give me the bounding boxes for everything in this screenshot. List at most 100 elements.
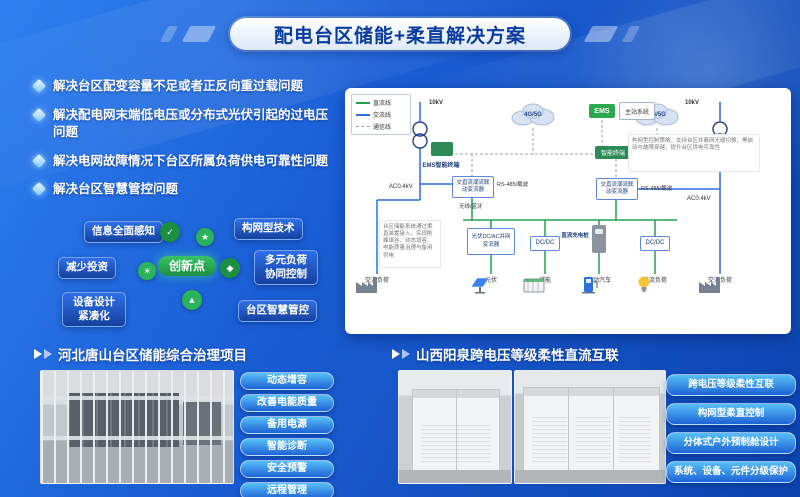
cabinet-seam [455, 389, 457, 471]
comm-line-sample [356, 126, 370, 127]
project-left-photo [40, 370, 234, 484]
ems-terminal-device [431, 142, 453, 156]
feature-pill: 远程管理 [240, 482, 334, 497]
project-right-photo-1 [398, 370, 512, 484]
bulb-icon [638, 276, 650, 292]
load-label: 直流负荷 [642, 278, 667, 284]
feature-pill: 改善电能质量 [240, 394, 334, 412]
dcdc-box-left: DC/DC [530, 236, 560, 251]
problem-item: 解决配电网末端低电压或分布式光伏引起的过电压问题 [31, 107, 336, 142]
innovation-icon: ▲ [182, 290, 202, 310]
wireless-label: 无线/蓝牙 [459, 204, 483, 210]
cloud-4g5g-right: 4G/5G [648, 112, 666, 118]
innovation-icon: ◆ [220, 258, 240, 278]
feature-pill: 备用电源 [240, 416, 334, 434]
converter-box-left: 交直流潮流联动变流器 [452, 176, 494, 198]
rs485-label-right: RS-485/载波 [641, 186, 673, 192]
description-text-left: 台区储能系统通过柔直装置接入，实现削峰填谷、动态增容、电能质量治理与备用供电 [379, 220, 441, 268]
innovation-pill: 台区智慧管控 [238, 300, 317, 322]
kv-label-right: 10kV [685, 100, 700, 106]
problem-item: 解决电网故障情况下台区所属负荷供电可靠性问题 [31, 153, 336, 171]
ac-line-sample [356, 113, 370, 116]
ac04-label-right: AC0.4kV [687, 196, 711, 202]
solar-panel-icon [470, 277, 490, 294]
problem-text: 解决台区智慧管控问题 [53, 182, 179, 196]
title-banner-core: 配电台区储能+柔直解决方案 [230, 18, 570, 50]
diagram-lines-and-symbols [376, 102, 728, 274]
load-label: 储能 [538, 278, 551, 284]
feature-pill: 安全预警 [240, 460, 334, 478]
feature-pill: 跨电压等级柔性互联 [666, 374, 796, 396]
double-arrow-icon [44, 349, 52, 359]
cabinet-louver [531, 415, 567, 463]
diagram-legend: 直流线 交流线 通信线 [351, 94, 411, 135]
innovation-pill: 构网型技术 [234, 218, 303, 240]
double-arrow-icon [392, 349, 400, 359]
ground [515, 469, 665, 483]
converter-cabinet [412, 388, 500, 472]
legend-label: 直流线 [373, 101, 392, 107]
innovation-pill: 减少投资 [58, 257, 116, 279]
feature-pill: 系统、设备、元件分级保护 [666, 461, 796, 483]
load-item: 光伏 [467, 274, 515, 294]
legend-row: 直流线 [356, 98, 406, 107]
banner-decor [159, 26, 179, 42]
load-item: 直流负荷 [631, 274, 679, 292]
feature-pill: 动态增容 [240, 372, 334, 390]
converter-box-right: 交直流潮流联动变流器 [596, 178, 638, 200]
description-text-right: 构网型控制策略，支持台区并离网无缝切换、黑启动与故障穿越，提升台区供电可靠性 [628, 134, 760, 172]
feature-pill: 智能诊断 [240, 438, 334, 456]
project-right-title: 山西阳泉跨电压等级柔性直流互联 [416, 348, 619, 363]
innovation-pill: 信息全面感知 [84, 221, 163, 243]
load-item: 电动汽车 [575, 274, 623, 294]
smart-terminal-mid: 智能终端 [595, 146, 631, 159]
master-station-box: 主站系统 [619, 102, 655, 120]
innovation-pill: 设备设计紧凑化 [62, 292, 126, 328]
banner-decor [181, 26, 217, 42]
bullet-icon [31, 107, 47, 122]
bullet-icon [31, 153, 47, 168]
kv-label-left: 10kV [429, 100, 444, 106]
ems-terminal-label: EMS智能终端 [422, 163, 460, 169]
project-right-feature-list: 跨电压等级柔性互联 构网型柔直控制 分体式户外预制舱设计 系统、设备、元件分级保… [666, 374, 796, 483]
project-right-title-row: 山西阳泉跨电压等级柔性直流互联 [392, 344, 619, 364]
double-arrow-icon [402, 349, 410, 359]
legend-row: 通信线 [356, 122, 406, 131]
innovation-center-label: 创新点 [158, 256, 216, 276]
cabinet-seam [568, 387, 570, 471]
fence-bars [41, 371, 233, 483]
project-left-feature-list: 动态增容 改善电能质量 备用电源 智能诊断 安全预警 远程管理 [240, 372, 334, 497]
bullet-icon [31, 78, 47, 94]
cabinet-louver [574, 415, 610, 463]
load-item: 交流负荷 [696, 274, 744, 293]
legend-row: 交流线 [356, 110, 406, 119]
dcdc-box-right: DC/DC [640, 236, 670, 251]
project-left-title: 河北唐山台区储能综合治理项目 [58, 348, 247, 363]
ac04-label-left: AC0.4kV [389, 184, 413, 190]
converter-cabinet [522, 386, 660, 472]
innovation-icon: ✓ [160, 222, 180, 242]
title-banner: 配电台区储能+柔直解决方案 [159, 18, 641, 50]
ground [399, 469, 511, 483]
cabinet-top [523, 387, 659, 396]
cabinet-louver [618, 415, 651, 463]
cabinet-seam [612, 387, 614, 471]
architecture-diagram: 直流线 交流线 通信线 10kV 10kV 4G/5G 4G/5G EMS 主站… [345, 88, 791, 334]
load-item: 储能 [521, 274, 569, 293]
problem-text: 解决配电网末端低电压或分布式光伏引起的过电压问题 [53, 107, 329, 140]
project-left-title-row: 河北唐山台区储能综合治理项目 [34, 344, 247, 364]
battery-storage-icon [523, 278, 545, 293]
bullet-icon [31, 181, 47, 197]
factory-icon [356, 277, 377, 293]
problem-list: 解决台区配变容量不足或者正反向重过载问题 解决配电网末端低电压或分布式光伏引起的… [31, 78, 336, 199]
feature-pill: 构网型柔直控制 [666, 403, 796, 425]
load-label: 光伏 [484, 278, 497, 284]
cloud-4g5g-left: 4G/5G [524, 112, 542, 118]
pv-converter-box: 光伏DC/AC并网变流器 [467, 228, 515, 255]
dc-line-sample [356, 101, 370, 104]
feature-pill: 分体式户外预制舱设计 [666, 432, 796, 454]
innovation-icon: ☀ [138, 262, 156, 280]
load-label: 电动汽车 [586, 278, 611, 284]
page-title: 配电台区储能+柔直解决方案 [273, 25, 527, 47]
